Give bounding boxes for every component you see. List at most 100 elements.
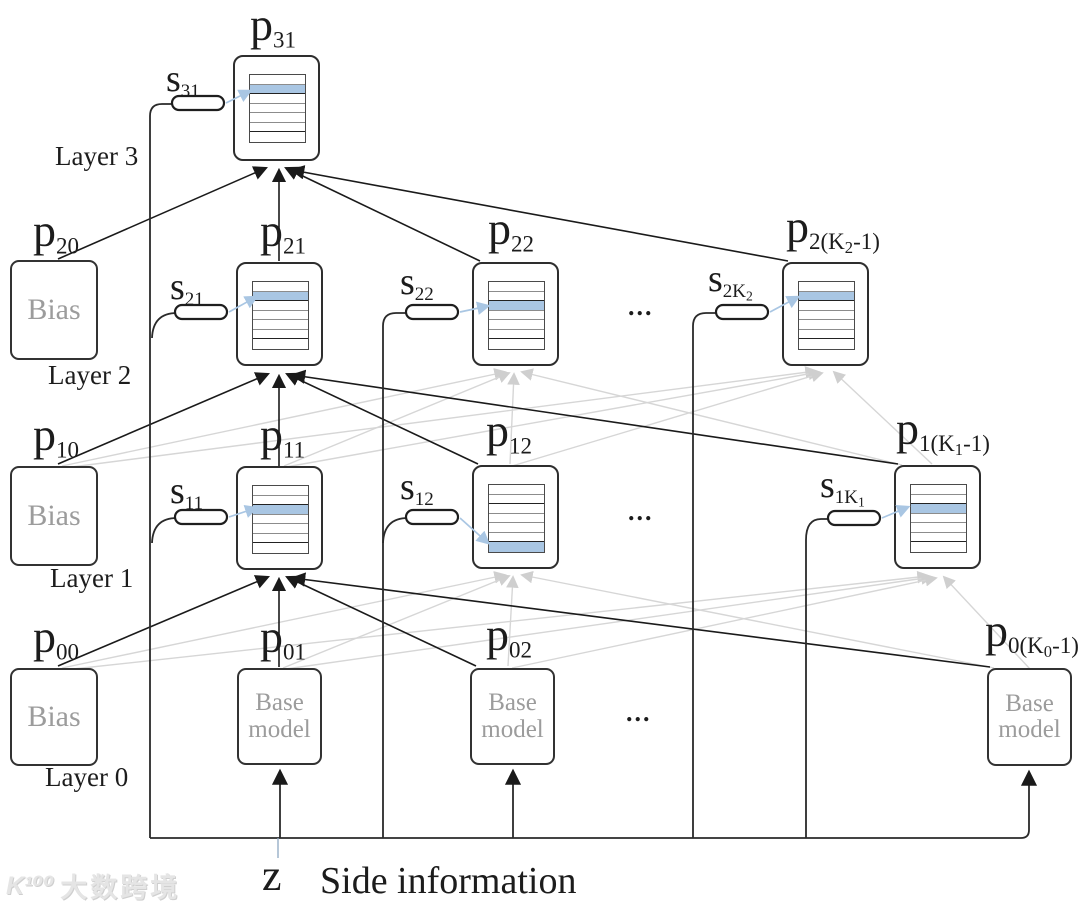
selected-row (250, 84, 305, 94)
row (799, 282, 854, 292)
distribution-rows-p12 (488, 484, 545, 553)
row (489, 504, 544, 514)
dist-box-p31 (233, 55, 320, 161)
bias-box-layer2: Bias (10, 260, 98, 360)
p-label-20: p20 (33, 205, 79, 259)
row (799, 311, 854, 320)
black-arrows-into-p11 (57, 572, 991, 668)
select-arrow-s12 (459, 517, 491, 545)
watermark-text: 大数跨境 (60, 873, 181, 903)
bias-label: Bias (27, 499, 81, 532)
layer-3-label: Layer 3 (55, 141, 139, 171)
p-label-0k: p0(K0-1) (985, 605, 1079, 662)
row (489, 485, 544, 495)
gray-arrows-into-p2k (63, 366, 933, 469)
gray-arrows-into-p22 (61, 368, 903, 467)
riser-s22 (382, 312, 408, 838)
side-information-bus (149, 103, 1038, 839)
s-label-1k: s1K1 (820, 464, 865, 510)
base-model-label: Base model (481, 689, 544, 743)
selected-row (489, 301, 544, 311)
bias-label: Bias (27, 700, 81, 733)
row (250, 94, 305, 104)
row (253, 534, 308, 543)
black-arrows-into-p31 (57, 165, 789, 262)
row (250, 123, 305, 132)
distribution-rows-p31 (249, 74, 306, 143)
p-label-2k: p2(K2-1) (786, 201, 880, 258)
branch-s21 (151, 312, 178, 339)
watermark: K¹⁰⁰ 大数跨境 (6, 866, 180, 905)
bias-box-layer1: Bias (10, 466, 98, 566)
select-arrow-s22 (459, 301, 491, 315)
selected-row (489, 542, 544, 552)
row (253, 282, 308, 292)
z-label: z (262, 851, 282, 900)
row (489, 292, 544, 301)
pill-s22 (404, 303, 460, 321)
distribution-rows-p22 (488, 281, 545, 350)
base-model-box-2: Base model (470, 668, 555, 765)
select-arrow-s11 (228, 504, 259, 518)
row (253, 311, 308, 320)
p-label-02: p02 (486, 609, 532, 663)
row (799, 320, 854, 330)
s-label-21: s21 (170, 266, 204, 311)
row (911, 495, 966, 504)
row (489, 514, 544, 523)
row (250, 113, 305, 123)
row (489, 320, 544, 330)
black-arrows-into-p21 (57, 369, 899, 466)
row (911, 533, 966, 542)
s-label-22: s22 (400, 261, 434, 306)
dist-box-p12 (472, 465, 559, 569)
ellipsis-layer2: ... (628, 292, 654, 321)
pill-s11 (173, 508, 229, 526)
watermark-logo: K¹⁰⁰ (6, 871, 55, 900)
selected-row (911, 504, 966, 514)
p-label-00: p00 (33, 611, 79, 665)
select-arrow-s2k (769, 295, 801, 313)
distribution-rows-p21 (252, 281, 309, 350)
row (911, 485, 966, 495)
s-label-11: s11 (170, 470, 204, 515)
distribution-rows-p1k (910, 484, 967, 553)
row (253, 301, 308, 311)
row (489, 495, 544, 504)
row (489, 533, 544, 542)
row (799, 301, 854, 311)
p-label-21: p21 (260, 205, 306, 259)
dist-box-p2k (782, 262, 869, 366)
branch-s11 (151, 517, 178, 544)
select-arrow-s31 (225, 89, 253, 104)
distribution-rows-p2k (798, 281, 855, 350)
row (253, 496, 308, 505)
select-arrow-s21 (228, 295, 259, 313)
row (489, 523, 544, 533)
layer-1-label: Layer 1 (50, 563, 134, 593)
ellipsis-layer1: ... (628, 497, 654, 526)
bias-box-layer0: Bias (10, 668, 98, 766)
selector-pills (170, 94, 882, 527)
pill-s12 (404, 508, 460, 526)
row (253, 330, 308, 339)
row (253, 320, 308, 330)
pill-s1k (826, 509, 882, 527)
bus-arrow-into-base-k (1020, 769, 1038, 839)
bias-label: Bias (27, 293, 81, 326)
row (911, 523, 966, 533)
s-label-12: s12 (400, 466, 434, 511)
layer-0-label: Layer 0 (45, 762, 129, 792)
pill-s2k (714, 303, 770, 321)
row (250, 104, 305, 113)
layer-2-label: Layer 2 (48, 360, 132, 390)
riser-s31 (149, 103, 173, 838)
base-model-box-k: Base model (987, 668, 1072, 766)
distribution-rows-p11 (252, 485, 309, 554)
dist-box-p21 (236, 262, 323, 366)
pill-s21 (173, 303, 229, 321)
base-model-box-1: Base model (237, 668, 322, 765)
pill-s31 (170, 94, 226, 112)
